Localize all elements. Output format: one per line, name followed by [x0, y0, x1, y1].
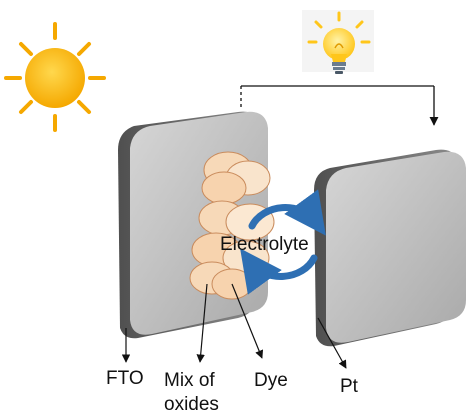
oxide-particle	[201, 171, 247, 205]
lightbulb-icon	[302, 10, 374, 74]
external-circuit-wire	[240, 85, 439, 126]
electrolyte-cycle-arrows	[240, 189, 326, 295]
pt-electrode	[314, 149, 466, 347]
dye-label: Dye	[254, 370, 288, 391]
label-pointers	[121, 283, 347, 369]
fto-label: FTO	[106, 368, 144, 389]
mix-of-oxides-label-line1: Mix of	[164, 370, 215, 391]
pt-label: Pt	[340, 376, 359, 397]
electrolyte-label: Electrolyte	[220, 234, 309, 255]
mix-of-oxides-label-line2: oxides	[164, 394, 219, 415]
sun-icon	[4, 22, 106, 132]
